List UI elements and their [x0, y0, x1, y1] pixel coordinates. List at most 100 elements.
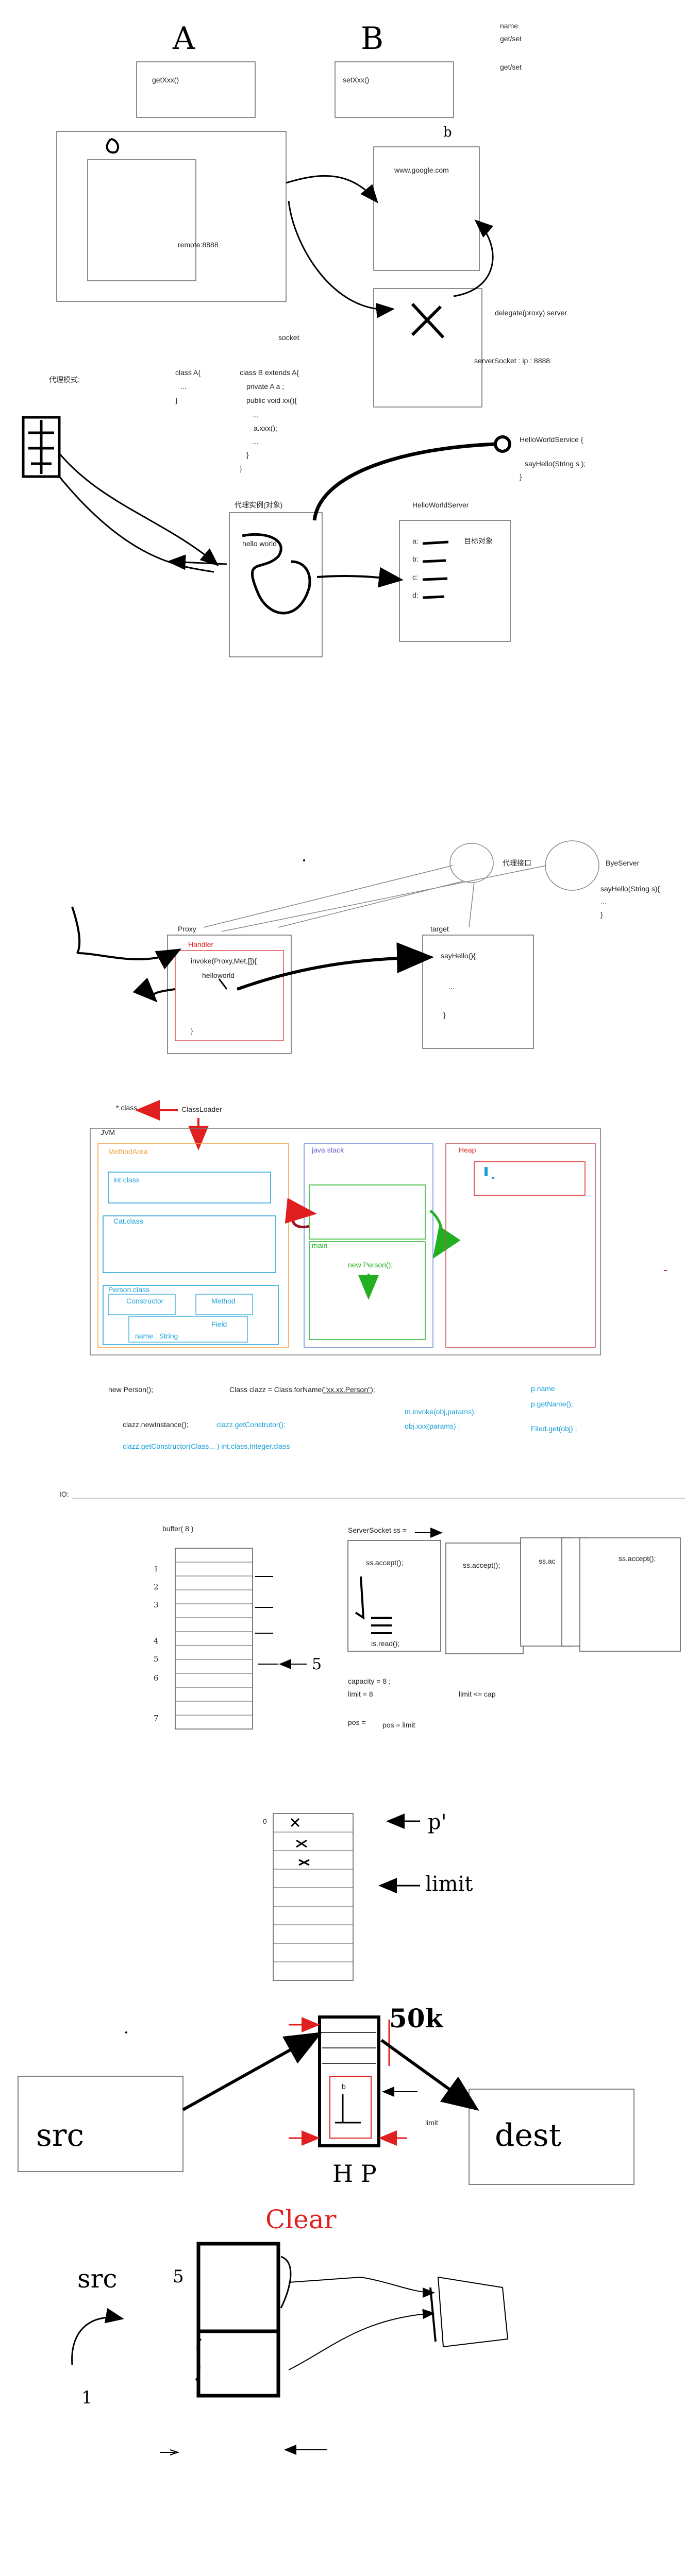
- heap-object-box: [474, 1161, 586, 1196]
- interface-circle-2: [545, 840, 599, 891]
- limit-small-label: limit: [425, 2119, 438, 2127]
- get-constructor-label: clazz.getConstrutor();: [216, 1420, 286, 1429]
- handler-label: Handler: [188, 940, 213, 948]
- heap-label: Heap: [459, 1146, 476, 1154]
- invoke-line-1: invoke(Proxy,Met,[]){: [191, 957, 257, 965]
- bye-server-line-4: }: [600, 910, 603, 919]
- pos-label: pos =: [348, 1718, 366, 1726]
- field-box: [128, 1316, 248, 1343]
- x-mark: [411, 302, 445, 339]
- arrow-back-left: [167, 554, 227, 570]
- fifty-ok-label: 50k: [389, 2003, 444, 2033]
- jvm-box: [90, 1128, 601, 1355]
- bye-server-line-2: sayHello(String s){: [600, 885, 660, 893]
- constructor-label: Constructor: [126, 1297, 164, 1305]
- new-person-stack-label: new Person();: [348, 1261, 393, 1269]
- accept-strokes: [355, 1576, 392, 1634]
- arrow-proxy-target: [236, 942, 434, 991]
- limit-label: limit = 8: [348, 1690, 373, 1698]
- bottom-arrow-left: [160, 2449, 180, 2455]
- invoke-line-2: helloworld: [202, 971, 235, 979]
- five-marker: 5: [173, 2266, 184, 2287]
- limit-hand-label: limit: [425, 1872, 473, 1896]
- buffer-num-3: 3: [154, 1600, 159, 1609]
- section-copy: b B 50k limit src dest H P Clear: [18, 2003, 634, 2234]
- class-b-line-5: a.xxx();: [254, 424, 277, 432]
- method-area-box: [97, 1143, 289, 1348]
- src-label: src: [36, 2117, 84, 2154]
- class-b-line-6: ...: [253, 437, 259, 446]
- green-curve-arrow: [429, 1210, 461, 1259]
- proxy-label: Proxy: [178, 925, 196, 933]
- abcd-c: c:: [412, 573, 418, 581]
- invoke-close-brace: }: [191, 1026, 193, 1035]
- target-line-3: }: [443, 1011, 446, 1019]
- buffer-right-arrows: [255, 1576, 278, 1665]
- section-io: IO: buffer( 8 ) 1 2 3 4 5 6 7 5 ServerSo…: [59, 1490, 685, 1730]
- setter-box: [335, 61, 454, 118]
- name-line-2: get/set: [500, 35, 522, 43]
- limit-cap-label: limit <= cap: [459, 1690, 496, 1698]
- p-prime-label: p': [428, 1810, 447, 1834]
- buffer-num-1: 1: [154, 1564, 159, 1573]
- target-line-1: sayHello(){: [441, 952, 476, 960]
- java-stack-label: java stack: [311, 1146, 344, 1154]
- class-a-line-2: ...: [180, 382, 187, 391]
- hello-service-line-3: }: [520, 472, 522, 481]
- x-marks: [290, 1818, 310, 1866]
- getter-box: [136, 61, 256, 118]
- class-file-label: *.class: [116, 1104, 137, 1112]
- abcd-a: a:: [412, 537, 419, 545]
- forname-suffix: );: [371, 1385, 375, 1394]
- delegate-label: delegate(proxy) server: [495, 309, 567, 317]
- method-label: Method: [211, 1297, 236, 1305]
- hand-o-mark: [106, 138, 120, 154]
- client-outer-box: [56, 131, 287, 302]
- src-hand-label: src: [77, 2264, 118, 2294]
- b-label: b: [342, 2082, 346, 2091]
- arrow-proxy-interface: [312, 442, 495, 521]
- section-buffer-split: src 5 1: [71, 2242, 509, 2455]
- buffer-label: buffer( 8 ): [162, 1524, 193, 1533]
- arrow-glyph-proxy: [58, 453, 219, 566]
- dest-box: [469, 2089, 634, 2185]
- forname-arg: "xx.xx.Person": [324, 1385, 371, 1394]
- accept-label-3: ss.ac: [539, 1557, 556, 1565]
- buffer-num-2: 2: [154, 1582, 159, 1591]
- buffer-table-2: [273, 1813, 354, 1981]
- class-b-line-1: class B extends A{: [240, 368, 299, 377]
- interface-circle-1: [449, 843, 494, 883]
- buffer-num-5: 5: [154, 1654, 159, 1664]
- arrow-out-proxy: [132, 977, 176, 1003]
- section-proxy-concept: A B getXxx() setXxx() name get/set get/s…: [22, 21, 586, 657]
- arrow-buffer-dest: [380, 2039, 479, 2111]
- class-b-line-7: }: [246, 451, 249, 459]
- google-box: [373, 146, 480, 271]
- arrow-proxy-google: [453, 219, 494, 297]
- arrow-to-box-2: [288, 2309, 435, 2370]
- forname-line: Class clazz = Class.forName("xx.xx.Perso…: [229, 1385, 375, 1394]
- forname-prefix: Class clazz = Class.forName(: [229, 1385, 324, 1394]
- dest-shape: [437, 2276, 509, 2348]
- int-class-label: int.class: [113, 1176, 140, 1184]
- person-class-box: [103, 1285, 279, 1345]
- accept-card-2: [445, 1543, 524, 1654]
- is-read-label: is.read();: [371, 1639, 399, 1648]
- arrow-client-google: [286, 175, 378, 204]
- arrow-into-proxy: [77, 948, 182, 970]
- class-b-line-4: ...: [253, 411, 259, 419]
- proxy-instance-box: [229, 512, 323, 657]
- abcd-b: b:: [412, 555, 419, 563]
- capacity-label: capacity = 8 ;: [348, 1677, 391, 1685]
- proxy-instance-label: 代理实例(对象): [235, 501, 282, 509]
- remote-label: remote:8888: [178, 241, 219, 249]
- split-buffer: [196, 2242, 280, 2398]
- buffer-tall: [318, 2015, 380, 2147]
- getter-label: getXxx(): [152, 76, 179, 84]
- interface-bubble: [494, 435, 511, 453]
- arrow-into-proxy-tail: [71, 906, 81, 954]
- person-class-label: Person.class: [108, 1285, 149, 1294]
- main-label: main: [312, 1241, 327, 1249]
- bye-server-line-3: ...: [600, 897, 607, 906]
- socket-label: socket: [278, 333, 299, 342]
